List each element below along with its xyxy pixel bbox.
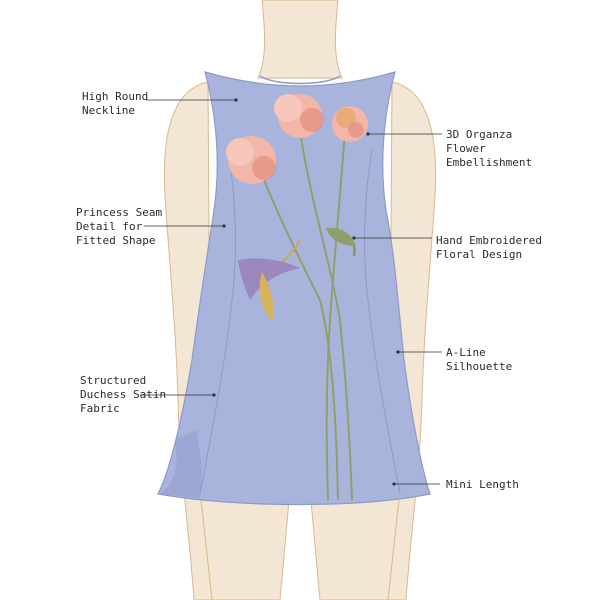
dress-shadow: [160, 430, 202, 498]
leader-dots: [212, 98, 400, 486]
label-neckline: High Round Neckline: [82, 90, 149, 117]
princess-seam-left: [199, 149, 236, 495]
leaf-green: [326, 227, 356, 246]
organza-flower-3: [226, 136, 276, 184]
leaf-yellow: [259, 272, 274, 322]
label-duchess-satin: Structured Duchess Satin Fabric: [80, 374, 167, 415]
label-a-line-silhouette: A-Line Silhouette: [446, 346, 513, 373]
leaf-purple: [238, 258, 300, 300]
right-leg: [309, 489, 401, 600]
princess-seam-right: [364, 149, 401, 495]
left-leg: [199, 489, 291, 600]
label-princess-seam: Princess Seam Detail for Fitted Shape: [76, 206, 163, 247]
organza-flower-2: [332, 106, 368, 142]
leader-lines: [140, 99, 442, 485]
neckline: [259, 75, 341, 85]
label-flower-embellishment: 3D Organza Flower Embellishment: [446, 128, 533, 169]
label-mini-length: Mini Length: [446, 478, 519, 491]
organza-flower-1: [274, 94, 324, 138]
label-hand-embroidered: Hand Embroidered Floral Design: [436, 234, 542, 261]
neck: [257, 0, 343, 79]
